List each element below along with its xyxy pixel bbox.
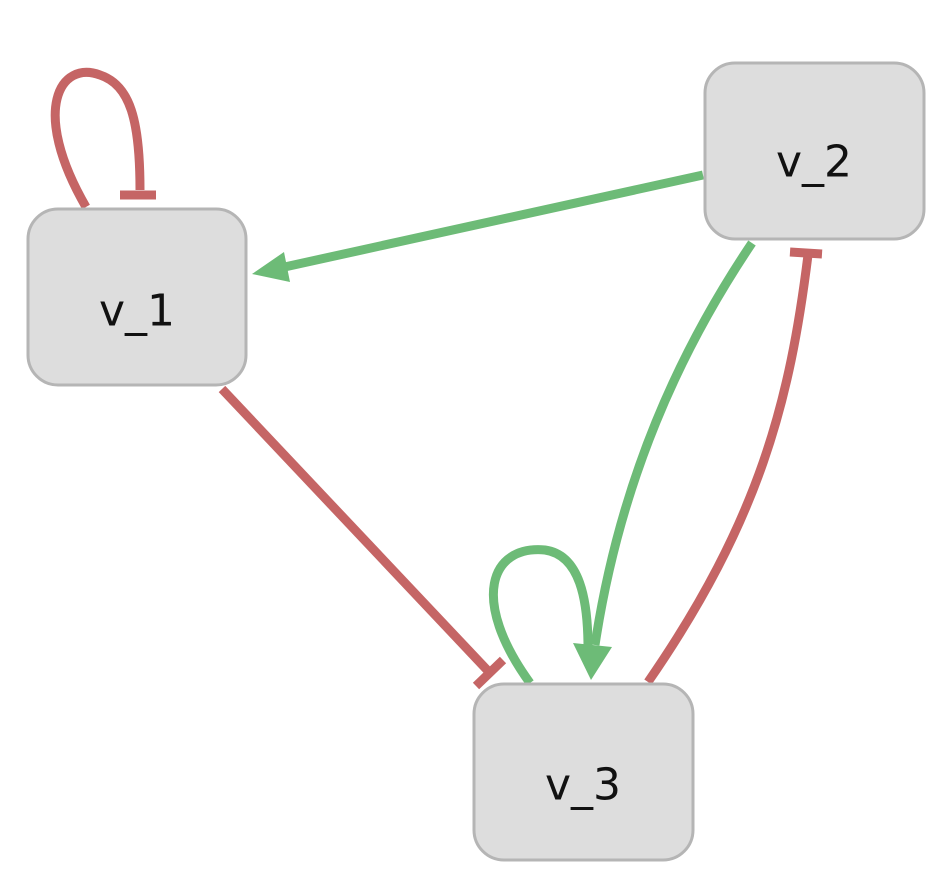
edge-v2-v3-arrowhead <box>573 643 612 680</box>
node-v3[interactable]: v_3 <box>472 682 695 862</box>
edge-v1-v1-inhibition <box>50 67 145 210</box>
edge-v1-v3-bar <box>472 656 507 690</box>
edge-v3-v3-activation <box>489 545 593 686</box>
edge-v2-v1-activation <box>279 170 704 273</box>
node-v1-box <box>26 207 248 387</box>
edge-v2-v1-arrowhead <box>252 252 290 282</box>
node-v3-box <box>472 682 695 862</box>
node-v1-label: v_1 <box>99 286 175 337</box>
edge-v2-v3-activation <box>590 240 756 646</box>
edges <box>50 67 823 690</box>
node-v2-label: v_2 <box>776 137 852 188</box>
edge-v1-v3-inhibition <box>218 385 493 676</box>
node-v2-box <box>703 61 926 241</box>
edge-v3-v2-inhibition <box>644 254 813 685</box>
node-v3-label: v_3 <box>545 760 621 811</box>
node-v2[interactable]: v_2 <box>703 61 926 241</box>
edge-v3-v2-bar <box>789 247 823 259</box>
node-v1[interactable]: v_1 <box>26 207 248 387</box>
